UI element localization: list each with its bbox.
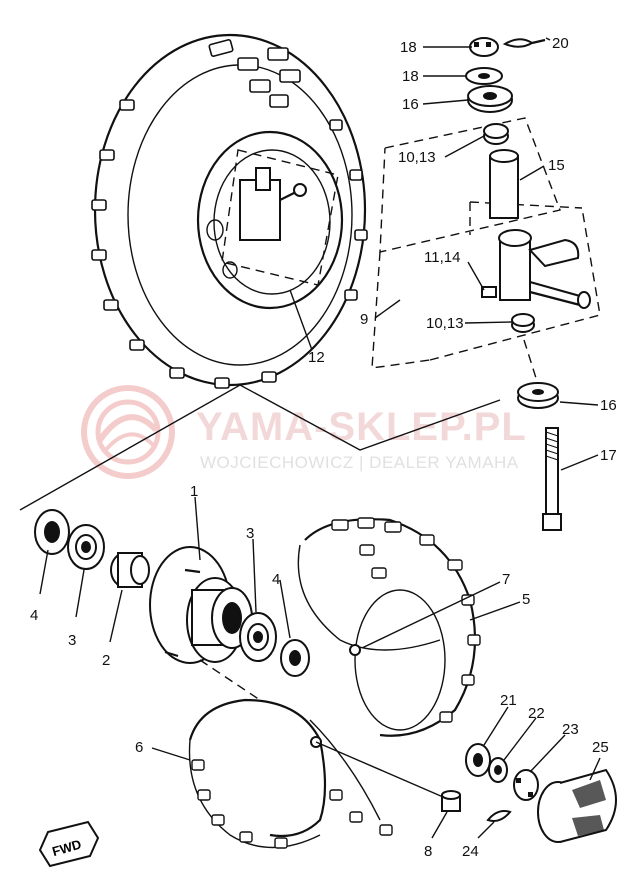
callout-15: 15 [548,157,565,174]
hub-cap [537,768,617,843]
callout-3-right: 3 [246,525,254,542]
callout-22: 22 [528,705,545,722]
leader-12 [289,289,313,351]
callout-19: 18 [400,39,417,56]
oil-seal-right [280,639,310,677]
spacer-collar [110,552,150,588]
callout-9: 9 [360,311,368,328]
callout-5: 5 [522,591,530,608]
castle-nut-axle [513,769,539,801]
callout-4-left: 4 [30,607,38,624]
callout-23: 23 [562,721,579,738]
callout-20: 20 [552,35,569,52]
cotter-pin-top [502,38,546,48]
rim-half-outer [297,517,481,737]
seal-top [467,85,513,113]
callout-7: 7 [502,571,510,588]
spacer-tube [489,149,519,219]
callout-labels: 18 20 18 16 10,13 15 11,14 9 10,13 12 16… [30,35,617,860]
callout-16-top: 16 [402,96,419,113]
wheel-hub [149,546,253,664]
callout-4-right: 4 [272,571,280,588]
callout-8: 8 [424,843,432,860]
callout-16-bottom: 16 [600,397,617,414]
oil-seal-left [34,509,70,555]
callout-1: 1 [190,483,198,500]
bushing-lower [511,313,535,333]
bearing-left [67,524,105,570]
watermark: YAMA-SKLEP.PL WOJCIECHOWICZ | DEALER YAM… [81,385,527,479]
callout-11-14: 11,14 [424,249,460,266]
callout-3-left: 3 [68,632,76,649]
wheel-nut [441,790,461,812]
callout-6: 6 [135,739,143,756]
watermark-subtitle: WOJCIECHOWICZ | DEALER YAMAHA [200,453,519,472]
callout-10-13-upper: 10,13 [398,149,436,166]
bearing-right [239,612,277,662]
cotter-pin-axle [486,810,512,822]
callout-17: 17 [600,447,617,464]
callout-24: 24 [462,843,479,860]
watermark-logo-icon [81,385,175,479]
rim-half-inner [188,698,393,849]
callout-21: 21 [500,692,517,709]
king-pin-bolt [542,427,562,531]
steering-knuckle [498,229,591,309]
castle-nut-top [469,37,499,57]
forward-direction-badge: FWD [38,820,100,868]
assembled-wheel [91,33,368,389]
callout-12: 12 [308,349,325,366]
grease-nipple [481,286,497,298]
watermark-brand: YAMA-SKLEP.PL [196,405,527,449]
callout-10-13-lower: 10,13 [426,315,464,332]
knuckle-assembly-box [371,117,601,369]
leader-lines [39,37,601,839]
callout-25: 25 [592,739,609,756]
callout-18: 18 [402,68,419,85]
seal-lower [517,382,559,409]
bushing-upper [483,123,509,145]
callout-2: 2 [102,652,110,669]
assembly-connector-line [19,384,501,511]
